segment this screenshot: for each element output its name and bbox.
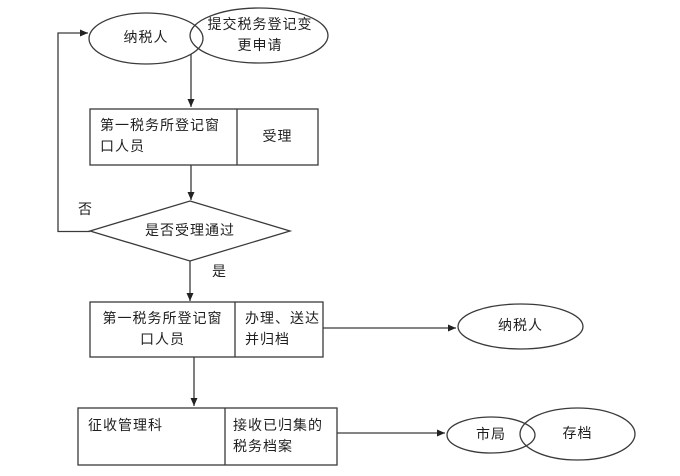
process-box-handle	[89, 301, 324, 358]
ellipse-archive	[519, 407, 636, 461]
ellipse-taxpayer-start	[88, 12, 204, 65]
process-box-archive	[77, 407, 338, 466]
process-box-accept	[89, 108, 319, 166]
ellipse-taxpayer-end	[457, 303, 584, 350]
ellipse-city-bureau	[446, 416, 536, 454]
decision-diamond	[87, 200, 293, 262]
connector-no-loop	[57, 29, 90, 233]
branch-yes-label: 是	[212, 265, 226, 280]
branch-no-label: 否	[78, 203, 92, 218]
ellipse-submit-request	[189, 7, 329, 64]
